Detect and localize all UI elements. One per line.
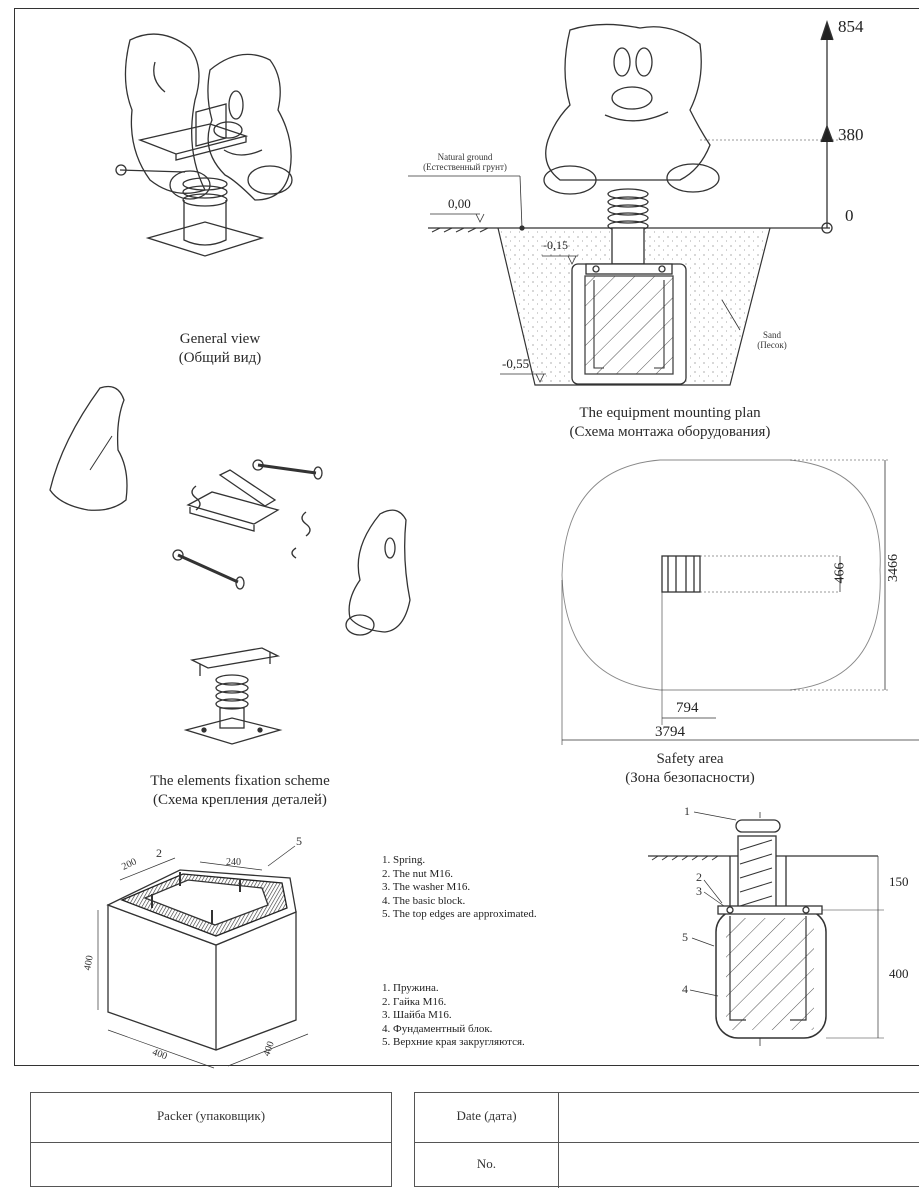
section-callout-2: 2 [696,870,702,884]
section-callout-5: 5 [682,930,688,944]
level-zero-label: 0,00 [448,196,471,211]
block-top-dim-b: 240 [226,857,241,868]
block-callout-2: 2 [156,846,162,860]
legend-item: 3. Шайба М16. [382,1009,452,1021]
safety-height-inner: 466 [832,562,848,584]
block-callout-5: 5 [296,834,302,848]
section-callout-1: 1 [684,804,690,818]
fixation-scheme-title: The elements fixation scheme [150,773,330,789]
mounting-plan-illustration [408,19,860,386]
packer-label: Packer (упаковщик) [31,1093,391,1143]
fixation-scheme-title-ru: (Схема крепления деталей) [153,792,327,808]
fixation-scheme-illustration [49,385,411,745]
section-callout-3: 3 [696,884,702,898]
fixation-scheme-caption: The elements fixation scheme (Схема креп… [90,772,390,810]
safety-height-total: 3466 [886,554,901,582]
legend-item: 5. The top edges are approximated. [382,908,537,920]
safety-width-inner: 794 [676,700,699,716]
section-dim-150: 150 [889,874,909,889]
safety-area-title-ru: (Зона безопасности) [625,770,755,786]
legend-item: 1. Пружина. [382,982,439,994]
date-value-field[interactable] [559,1093,919,1143]
date-box: Date (дата) No. [414,1092,919,1188]
date-label: Date (дата) [415,1093,559,1143]
number-label: No. [415,1143,559,1188]
safety-area-title: Safety area [656,751,724,767]
general-view-title: General view [179,331,261,347]
legend-english: 1. Spring. 2. The nut M16. 3. The washer… [382,854,537,922]
mounting-plan-title: The equipment mounting plan [579,405,761,421]
legend-item: 5. Верхние края закругляются. [382,1036,525,1048]
safety-area-caption: Safety area (Зона безопасности) [590,750,790,788]
legend-item: 3. The washer M16. [382,881,471,893]
packer-box: Packer (упаковщик) [30,1092,392,1187]
height-380-label: 380 [838,125,864,144]
general-view-illustration [115,33,293,257]
legend-item: 2. Гайка М16. [382,995,447,1008]
number-value-field[interactable] [559,1143,919,1188]
general-view-title-ru: (Общий вид) [178,350,262,366]
section-dim-400: 400 [889,966,909,981]
mounting-plan-title-ru: (Схема монтажа оборудования) [569,424,771,440]
legend-item: 1. Spring. [382,854,426,866]
height-854-label: 854 [838,17,864,36]
legend-item: 2. The nut M16. [382,867,453,880]
level-minus-015-label: -0,15 [543,238,568,252]
packer-signature-field[interactable] [31,1143,391,1188]
section-callout-4: 4 [682,982,688,996]
safety-area-illustration [561,459,919,745]
foundation-section-illustration [648,811,884,1046]
sand-label: Sand (Песок) [757,330,787,350]
drawing-sheet [14,8,919,1066]
legend-russian: 1. Пружина. 2. Гайка М16. 3. Шайба М16. … [382,982,525,1050]
general-view-caption: General view (Общий вид) [130,330,310,368]
legend-item: 4. Фундаментный блок. [382,1022,493,1035]
level-minus-055-label: -0,55 [502,356,530,371]
legend-item: 4. The basic block. [382,894,466,907]
height-0-label: 0 [845,206,854,225]
mounting-plan-caption: The equipment mounting plan (Схема монта… [520,404,820,442]
basic-block-illustration [97,845,309,1069]
safety-width-total: 3794 [655,724,685,740]
natural-ground-label: Natural ground (Естественный грунт) [423,152,507,172]
